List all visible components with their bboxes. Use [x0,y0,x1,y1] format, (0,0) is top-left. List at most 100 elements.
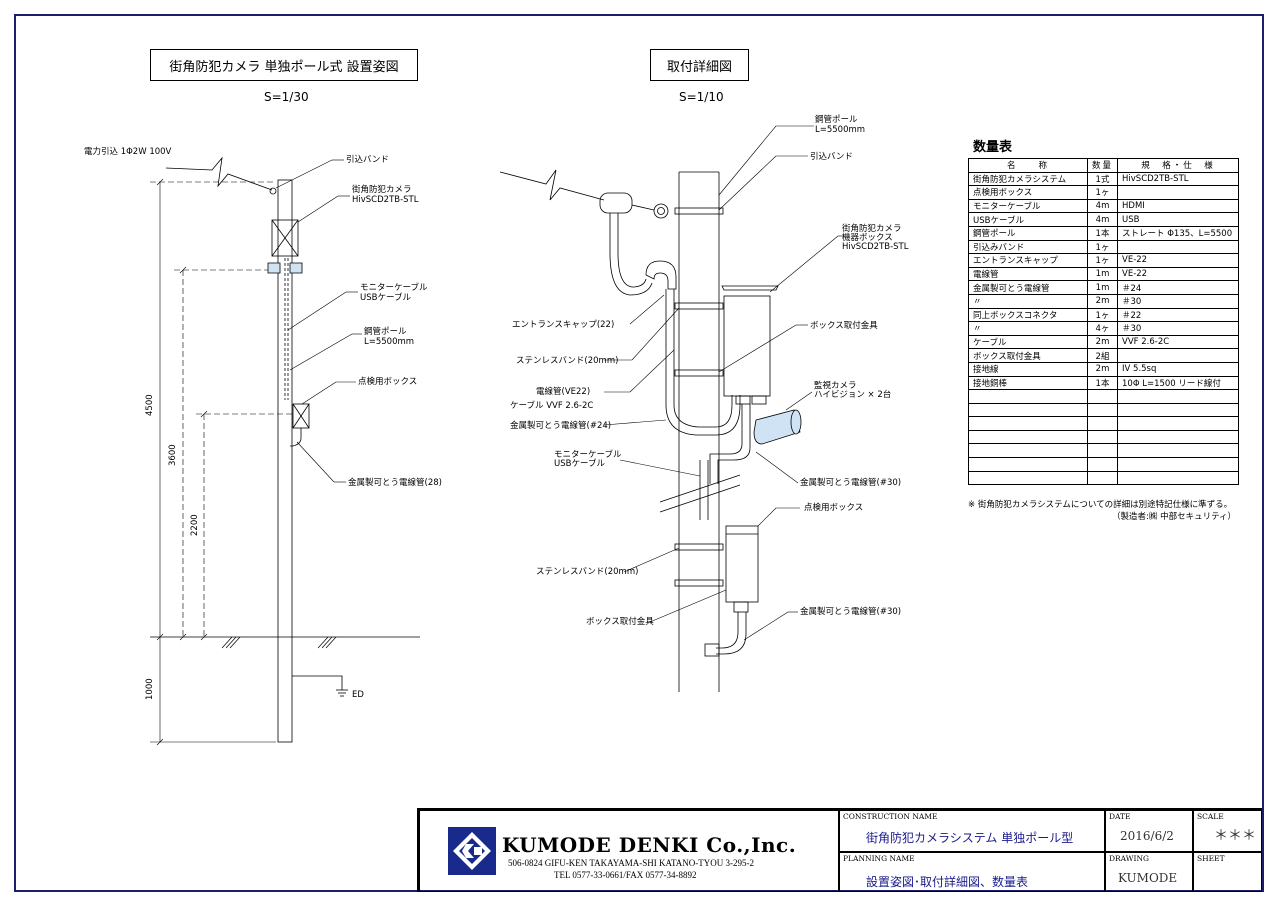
cell-name: 点検用ボックス [968,185,1088,200]
cell-name [968,389,1088,404]
table-header-row: 名 称 数量 規 格・仕 様 [968,158,1240,173]
table-row [968,416,1240,431]
label-box-bracket: ボックス取付金具 [810,321,878,331]
drawing-caption: DRAWING [1109,854,1149,863]
label-ground: ED [352,690,364,700]
cell-qty [1086,416,1119,431]
cell-qty: 1m [1086,280,1119,295]
scale-cell: SCALE ＊＊＊ [1193,810,1262,852]
label-r-lead-in-band: 引込バンド [810,152,853,162]
cell-name [968,457,1088,472]
label-flex-conduit: 金属製可とう電線管(28) [348,478,442,488]
left-camera-box [271,219,299,257]
label-r-pole-length: L=5500mm [815,125,866,135]
cell-spec: ＃24 [1117,280,1240,295]
cell-spec: 10Φ L=1500 リード線付 [1117,375,1240,391]
scale-caption: SCALE [1197,812,1224,821]
header-qty: 数量 [1086,158,1119,173]
cell-spec: ＃30 [1117,293,1240,309]
label-box-bracket-2: ボックス取付金具 [586,617,654,627]
table-row: 〃2m＃30 [968,293,1240,309]
cell-qty [1086,457,1119,472]
label-usb-cable: USBケーブル [360,293,411,303]
cell-name: ケーブル [968,334,1088,350]
cell-name: 引込みバンド [968,239,1088,255]
label-equip-model: HivSCD2TB-STL [842,242,909,252]
label-surveillance-camera: 監視カメラ [814,381,857,391]
left-power-wire [165,156,273,191]
company-logo-icon [448,827,496,875]
left-pole [277,179,293,743]
cell-qty [1086,389,1119,404]
left-lead-in-band [269,187,277,195]
cell-qty: 1m [1086,266,1119,282]
cell-qty: 1式 [1086,171,1119,187]
label-monitor-cable: モニターケーブル [360,283,428,293]
cell-spec: VE-22 [1117,253,1240,268]
cell-name: 〃 [968,321,1088,336]
cell-spec [1117,429,1240,445]
cell-spec [1117,416,1240,431]
cell-qty: 1ヶ [1086,307,1119,323]
cell-name: 〃 [968,293,1088,309]
planning-name: 設置姿図･取付詳細図、数量表 [866,875,1029,889]
cell-spec [1117,185,1240,200]
cell-qty: 2m [1086,361,1119,377]
table-row [968,470,1240,486]
table-note: ※ 街角防犯カメラシステムについての詳細は別途特記仕様に準ずる。 [968,500,1233,510]
label-inspection-box: 点検用ボックス [358,377,418,387]
label-stainless-band-2: ステンレスバンド(20mm) [536,567,639,577]
label-camera-model: HivSCD2TB-STL [352,195,419,205]
cell-name: 金属製可とう電線管 [968,280,1088,295]
cell-spec [1117,348,1240,363]
label-steel-pole: 鋼管ポール [364,327,407,337]
cell-name: USBケーブル [968,212,1088,227]
drawing-value: KUMODE [1118,871,1178,885]
left-view-title: 街角防犯カメラ 単独ポール式 設置姿図 [150,49,418,81]
cell-qty: 2組 [1086,348,1119,363]
cell-name [968,402,1088,418]
label-r-inspection-box: 点検用ボックス [804,503,864,513]
cell-qty: 1ヶ [1086,239,1119,255]
construction-caption: CONSTRUCTION NAME [843,812,938,821]
label-r-monitor-cable: モニターケーブル [554,450,622,460]
construction-name: 街角防犯カメラシステム 単独ポール型 [866,831,1074,845]
dim-3600: 3600 [168,444,178,466]
cell-qty: 4m [1086,212,1119,227]
title-block: KUMODE DENKI Co.,Inc. 506-0824 GIFU-KEN … [417,808,1262,892]
cell-qty: 2m [1086,334,1119,350]
cell-spec: ＃30 [1117,321,1240,336]
cell-qty [1086,402,1119,418]
left-cameras [267,262,303,274]
header-name: 名 称 [968,158,1088,173]
cell-name [968,416,1088,431]
cell-qty [1086,443,1119,459]
table-row [968,402,1240,418]
equipment-box-top [721,285,779,291]
quantity-table-title: 数量表 [973,140,1013,155]
cell-qty: 1ヶ [1086,253,1119,268]
cell-spec: HDMI [1117,198,1240,214]
label-r-usb-cable: USBケーブル [554,459,605,469]
cell-name [968,443,1088,459]
cell-name [968,470,1088,486]
table-row [968,389,1240,404]
dim-1000: 1000 [145,678,155,700]
sheet-caption: SHEET [1197,854,1225,863]
cell-spec: VE-22 [1117,266,1240,282]
planning-caption: PLANNING NAME [843,854,915,863]
cell-spec [1117,457,1240,472]
